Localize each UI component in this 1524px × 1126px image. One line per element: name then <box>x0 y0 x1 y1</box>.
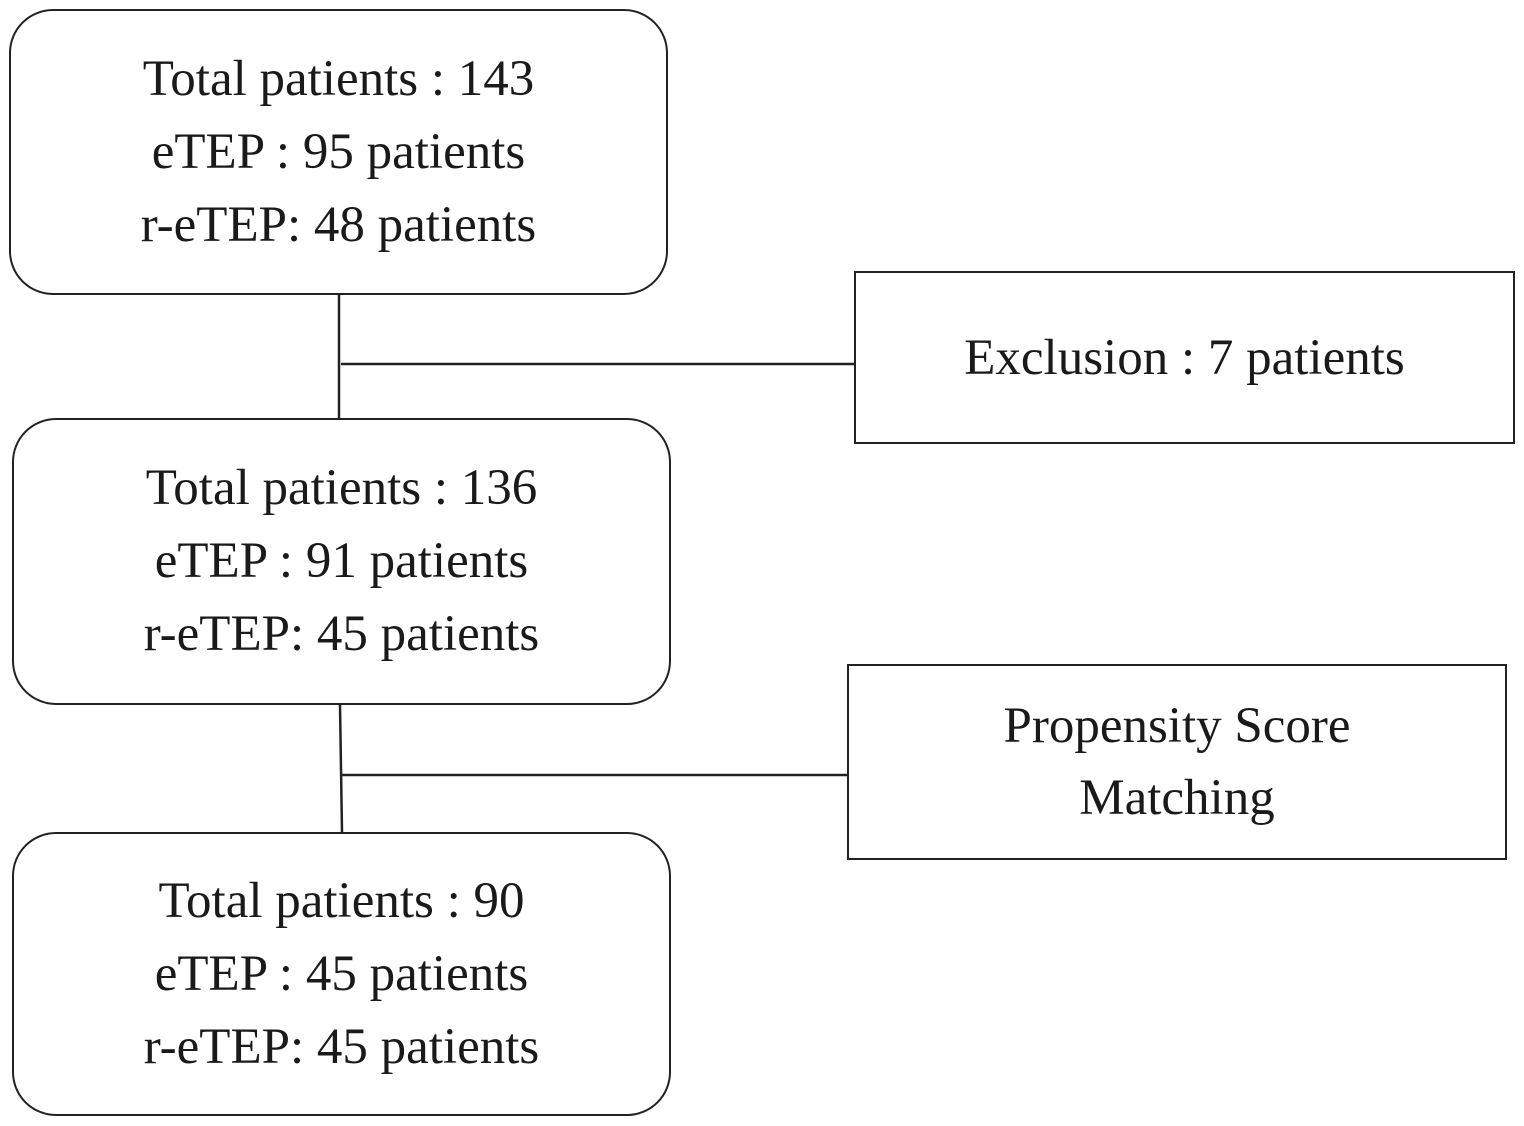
psm-label-line-1: Propensity Score <box>1003 698 1351 754</box>
box-after-exclusion: Total patients : 136 eTEP : 91 patients … <box>12 418 671 705</box>
box-total-initial: Total patients : 143 eTEP : 95 patients … <box>9 9 668 295</box>
total-patients-matched: Total patients : 90 <box>158 872 525 929</box>
retep-count-after-exclusion: r-eTEP: 45 patients <box>143 606 540 662</box>
total-patients-after-exclusion: Total patients : 136 <box>145 460 538 516</box>
exclusion-label: Exclusion : 7 patients <box>964 329 1405 386</box>
box-matched: Total patients : 90 eTEP : 45 patients r… <box>12 832 671 1116</box>
total-patients-initial: Total patients : 143 <box>142 50 535 107</box>
etep-count-after-exclusion: eTEP : 91 patients <box>154 533 529 589</box>
psm-label-line-2: Matching <box>1079 770 1275 826</box>
etep-count-initial: eTEP : 95 patients <box>151 123 526 180</box>
box-exclusion: Exclusion : 7 patients <box>854 271 1515 444</box>
etep-count-matched: eTEP : 45 patients <box>154 945 529 1002</box>
connector-vertical-bottom <box>338 704 344 833</box>
retep-count-initial: r-eTEP: 48 patients <box>140 196 537 253</box>
box-propensity-score-matching: Propensity Score Matching <box>847 664 1507 860</box>
retep-count-matched: r-eTEP: 45 patients <box>143 1018 540 1075</box>
